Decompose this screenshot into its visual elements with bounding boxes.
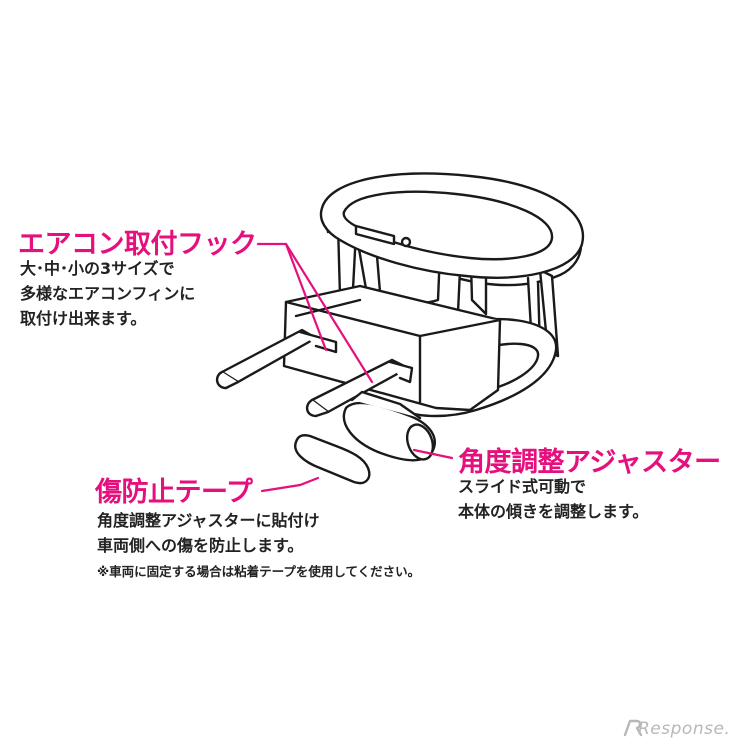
response-watermark: Response. [622, 713, 740, 743]
hook-desc-line: 大･中･小の3サイズで [20, 259, 175, 278]
hook-callout-title: エアコン取付フック [18, 229, 257, 260]
adjuster-leader-line [412, 448, 454, 460]
adjuster-desc-line: スライド式可動で [458, 477, 587, 496]
hook-callout-description: 大･中･小の3サイズで 多様なエアコンフィンに 取付け出来ます。 [20, 256, 195, 331]
tape-usage-note: ※車両に固定する場合は粘着テープを使用してください。 [97, 564, 421, 579]
tape-desc-line: 車両側への傷を防止します。 [97, 536, 304, 555]
hook-leader-line-b [284, 242, 374, 384]
response-logo-icon [623, 719, 643, 737]
drink-holder-body [215, 172, 585, 485]
hook-desc-line: 多様なエアコンフィンに [20, 284, 196, 303]
adjuster-desc-line: 本体の傾きを調整します。 [458, 502, 649, 521]
tape-callout-description: 角度調整アジャスターに貼付け 車両側への傷を防止します。 [97, 508, 320, 558]
tape-desc-line: 角度調整アジャスターに貼付け [97, 511, 320, 530]
tape-callout-title: 傷防止テープ [95, 477, 253, 508]
hook-desc-line: 取付け出来ます。 [20, 309, 147, 328]
leader-lines [256, 242, 454, 493]
watermark-text: Response. [638, 719, 731, 739]
adjuster-callout-description: スライド式可動で 本体の傾きを調整します。 [458, 474, 648, 524]
adjuster-callout-title: 角度調整アジャスター [458, 447, 721, 478]
tape-leader-line [260, 476, 320, 493]
hook-leader-line-a [284, 242, 328, 352]
